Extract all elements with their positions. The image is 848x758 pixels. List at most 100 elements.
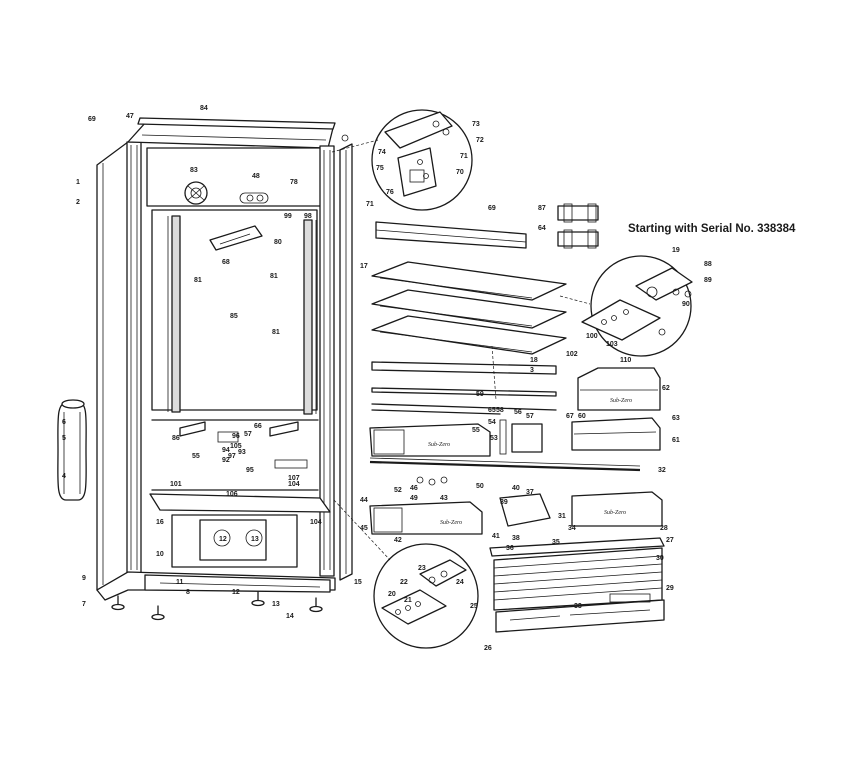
callout: 60 (578, 413, 586, 420)
callout: 29 (666, 585, 674, 592)
callout: 101 (170, 481, 182, 488)
callout: 97 (228, 453, 236, 460)
callout: 76 (386, 189, 394, 196)
callout: 21 (404, 597, 412, 604)
callout: 81 (194, 277, 202, 284)
callout: 42 (394, 537, 402, 544)
callout: 106 (226, 491, 238, 498)
callout: 43 (440, 495, 448, 502)
callout: 47 (126, 113, 134, 120)
callout: 38 (512, 535, 520, 542)
callout: 88 (704, 261, 712, 268)
callout: 74 (378, 149, 386, 156)
callout: 1 (76, 179, 80, 186)
crisper-drawers: Sub-Zero Sub-Zero Sub-Zero Sub-Zero (369, 367, 663, 535)
callout: 95 (246, 467, 254, 474)
drawer-brand-script-3: Sub-Zero (440, 520, 462, 526)
callout: 10 (156, 551, 164, 558)
callout: 7 (82, 601, 86, 608)
callout: 46 (410, 485, 418, 492)
callout: 33 (574, 603, 582, 610)
callout: 80 (274, 239, 282, 246)
callout: 103 (606, 341, 618, 348)
callout: 94 (222, 447, 230, 454)
callout: 19 (672, 247, 680, 254)
callout: 32 (658, 467, 666, 474)
leveling-legs (111, 591, 323, 621)
callout: 69 (88, 116, 96, 123)
callout: 107 (288, 475, 300, 482)
serial-hinge-detail (559, 255, 693, 357)
callout: 64 (538, 225, 546, 232)
callout: 59 (476, 391, 484, 398)
callout: 9 (82, 575, 86, 582)
callout: 90 (682, 301, 690, 308)
callout: 23 (418, 565, 426, 572)
callout: 57 (526, 413, 534, 420)
callout: 67 (566, 413, 574, 420)
callout: 98 (304, 213, 312, 220)
callout: 81 (272, 329, 280, 336)
callout: 92 (222, 457, 230, 464)
callout: 72 (476, 137, 484, 144)
callout: 81 (270, 273, 278, 280)
callout: 12 (232, 589, 240, 596)
callout: 85 (230, 313, 238, 320)
callout: 62 (662, 385, 670, 392)
callout: 40 (512, 485, 520, 492)
callout: 37 (526, 489, 534, 496)
callout: 5 (62, 435, 66, 442)
callout: 27 (666, 537, 674, 544)
callout: 31 (558, 513, 566, 520)
callout: 89 (704, 277, 712, 284)
callout: 100 (586, 333, 598, 340)
callout: 25 (470, 603, 478, 610)
callout: 6 (62, 419, 66, 426)
callout: 104 (288, 481, 300, 488)
callout: 39 (500, 499, 508, 506)
upper-hinge-detail (331, 109, 473, 211)
callout: 3 (530, 367, 534, 374)
callout: 52 (394, 487, 402, 494)
callout: 56 (514, 409, 522, 416)
drawer-brand-script: Sub-Zero (610, 398, 632, 404)
callout: 84 (200, 105, 208, 112)
callout: 53 (490, 435, 498, 442)
callout: 63 (672, 415, 680, 422)
callout: 75 (376, 165, 384, 172)
serial-note: Starting with Serial No. 338384 (628, 223, 796, 235)
callout: 96 (232, 433, 240, 440)
callout: 93 (238, 449, 246, 456)
callout: 78 (290, 179, 298, 186)
grille-assembly (489, 537, 665, 633)
callout: 18 (530, 357, 538, 364)
callout: 2 (76, 199, 80, 206)
drawer-brand-script-4: Sub-Zero (604, 510, 626, 516)
callout: 54 (488, 419, 496, 426)
callout: 104 (310, 519, 322, 526)
callout: 50 (476, 483, 484, 490)
shelf-stack (369, 221, 641, 472)
support-brackets (557, 203, 599, 249)
callout: 55 (472, 427, 480, 434)
lower-hinge-detail (333, 499, 479, 649)
callout: 65 (488, 407, 496, 414)
callout: 105 (230, 443, 242, 450)
callout: 70 (456, 169, 464, 176)
callout: 20 (388, 591, 396, 598)
cabinet-body (96, 117, 353, 621)
callout: 61 (672, 437, 680, 444)
callout: 11 (176, 579, 184, 586)
callout: 13 (272, 601, 280, 608)
callout: 86 (172, 435, 180, 442)
callout: 8 (186, 589, 190, 596)
callout-labels: 69 47 84 1 2 48 78 83 73 72 74 71 70 75 … (62, 105, 712, 652)
callout: 14 (286, 613, 294, 620)
callout: 110 (620, 357, 631, 364)
callout: 45 (360, 525, 368, 532)
door-panel-label-12: 12 (219, 536, 227, 543)
callout: 73 (472, 121, 480, 128)
door-panel-label-13: 13 (251, 536, 259, 543)
callout: 15 (354, 579, 362, 586)
